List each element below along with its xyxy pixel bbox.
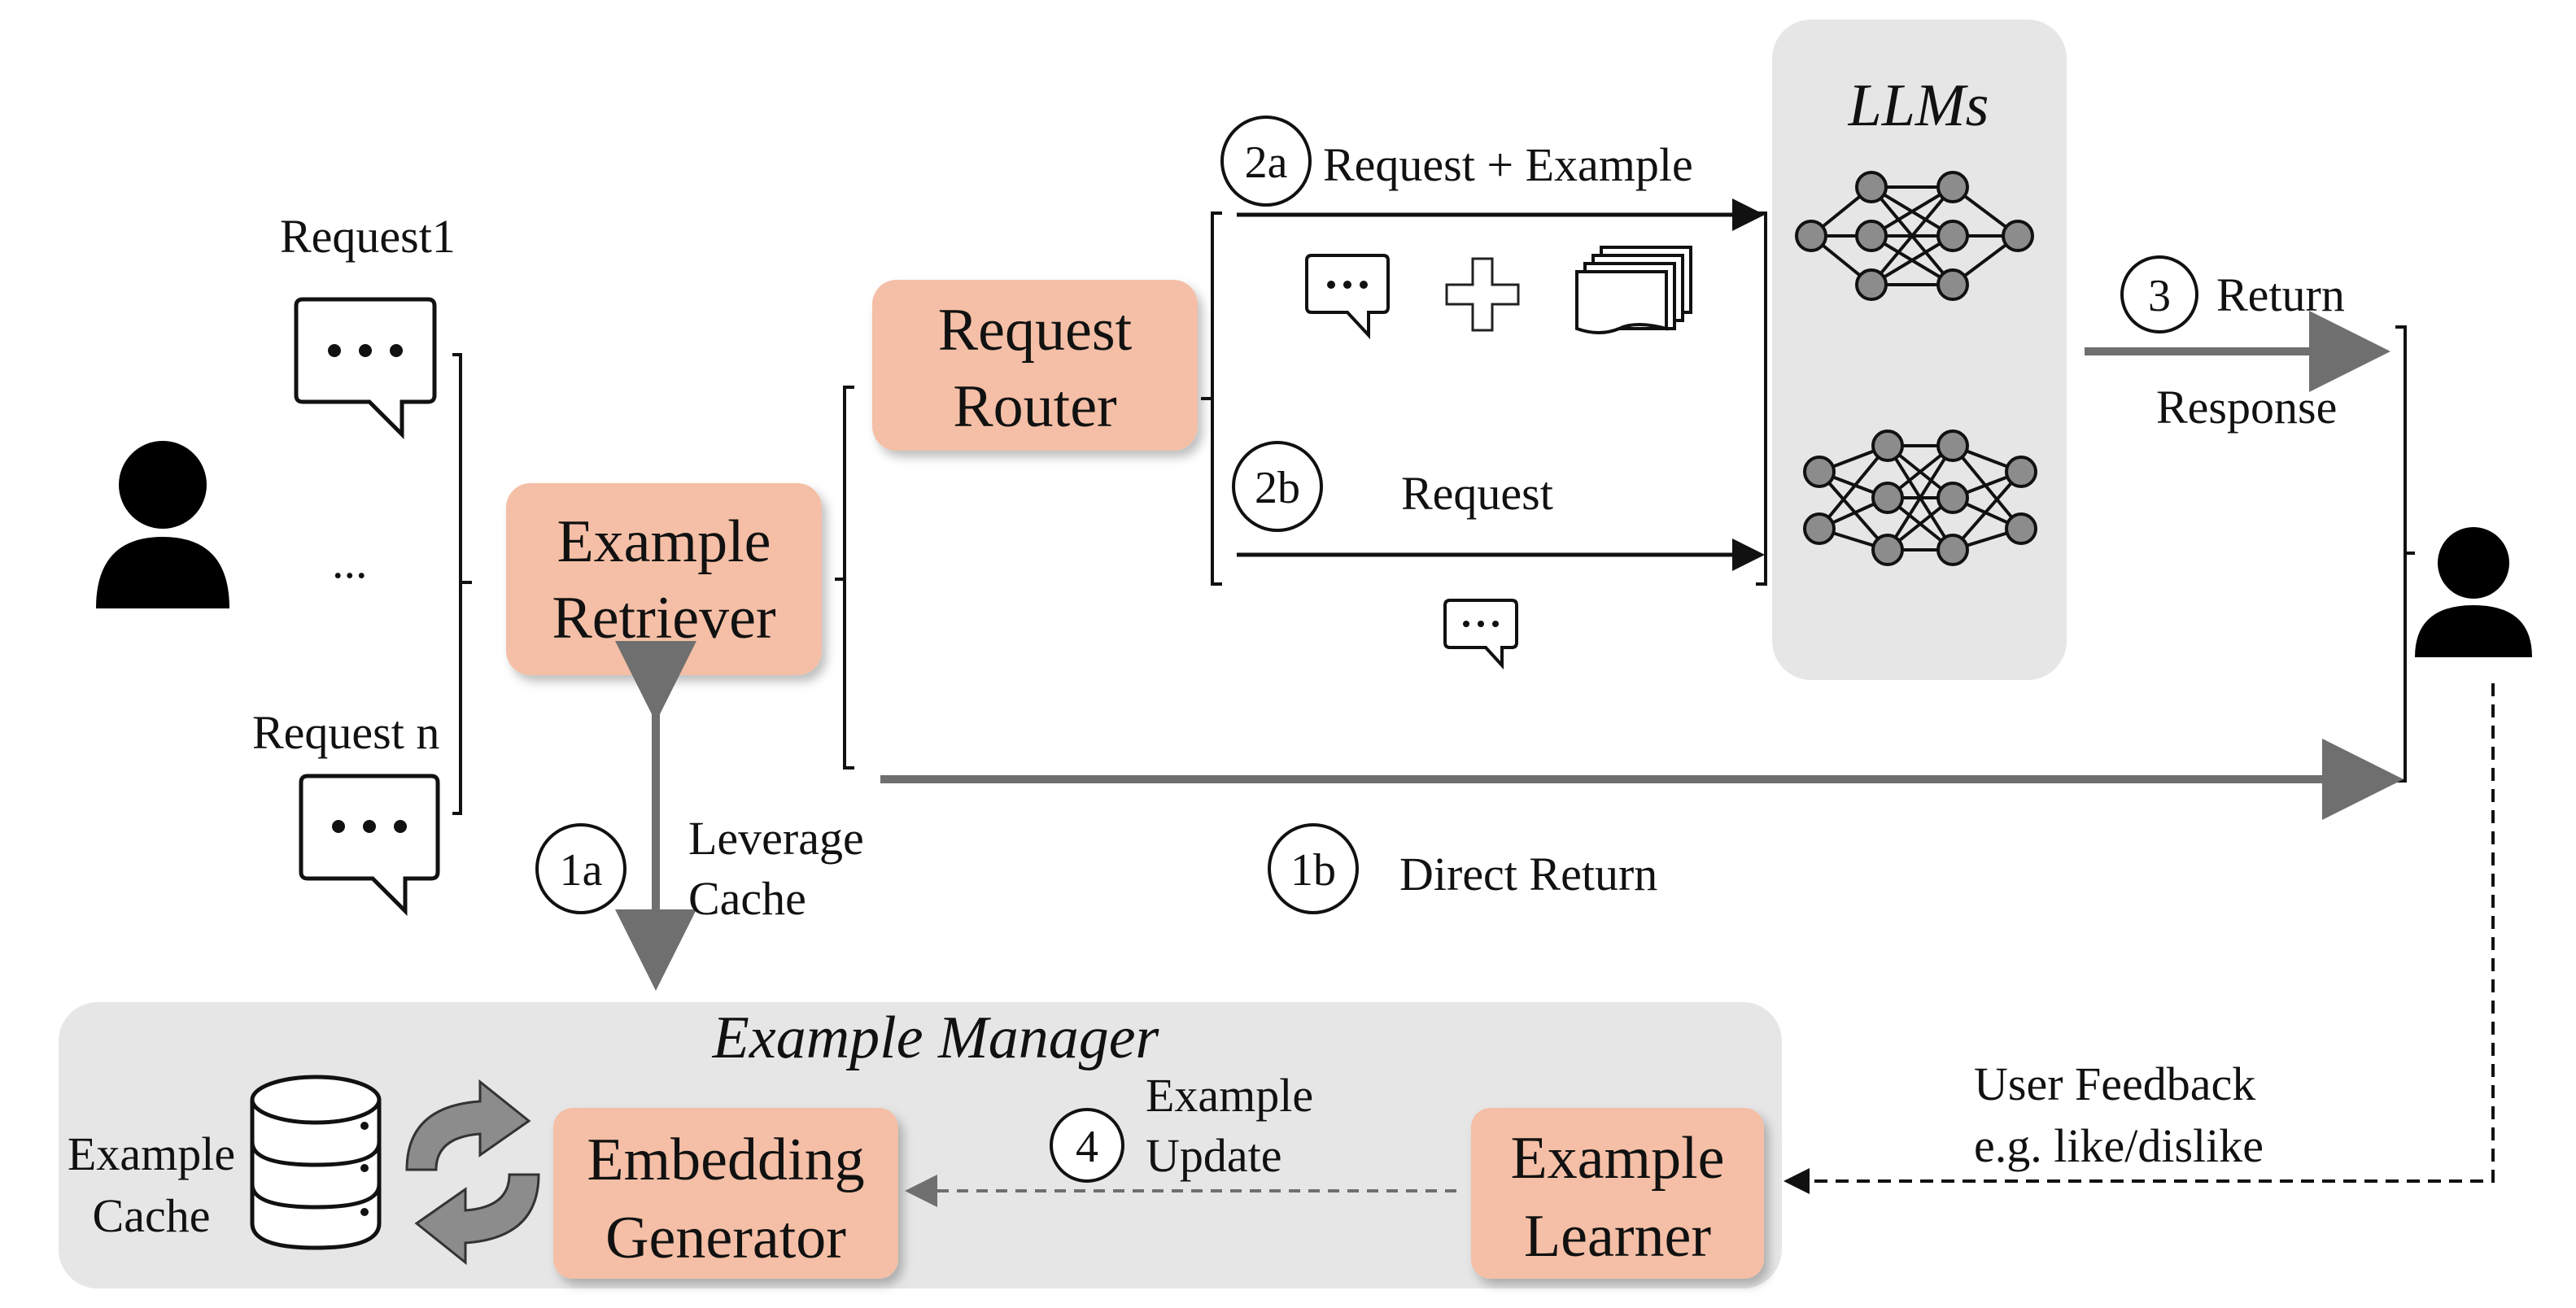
- example-cache-label-2: Cache: [93, 1189, 211, 1242]
- step-2b-label: Request: [1401, 467, 1553, 520]
- router-bracket: [1201, 211, 1222, 586]
- example-learner-box[interactable]: [1471, 1108, 1764, 1279]
- example-learner-label-1: Example: [1510, 1125, 1724, 1192]
- step-1b-label: Direct Return: [1399, 848, 1657, 900]
- step-2a-circle: [1220, 116, 1312, 207]
- request-router-label-1: Request: [938, 297, 1133, 364]
- embedding-generator-label-1: Embedding: [587, 1127, 864, 1193]
- neural-network-icon: [1795, 171, 2034, 301]
- step-2a-label: Request + Example: [1323, 138, 1693, 191]
- feedback-arrow: [1784, 683, 2495, 1194]
- speech-bubble-icon: [1443, 599, 1518, 670]
- step-1b-circle: [1268, 823, 1359, 914]
- step-1a-num: 1a: [560, 845, 603, 896]
- llms-title: LLMs: [1848, 72, 1989, 139]
- step-2a-num: 2a: [1245, 137, 1288, 188]
- request-router-label-2: Router: [953, 373, 1116, 440]
- database-icon: [250, 1075, 382, 1250]
- retriever-bracket: [835, 386, 854, 770]
- step-2b-circle: [1232, 441, 1323, 532]
- llms-left-bracket: [1756, 211, 1767, 586]
- example-retriever-label-1: Example: [557, 508, 771, 575]
- documents-icon: [1575, 246, 1692, 334]
- step-4-num: 4: [1076, 1122, 1098, 1172]
- feedback-label-2: e.g. like/dislike: [1974, 1119, 2264, 1172]
- user-icon: [2415, 527, 2532, 657]
- user-icon: [96, 441, 229, 608]
- step-4-label-1: Example: [1146, 1069, 1313, 1122]
- feedback-label-1: User Feedback: [1974, 1057, 2255, 1110]
- example-manager-title: Example Manager: [712, 1005, 1160, 1071]
- step-3-num: 3: [2148, 271, 2171, 321]
- step-4-circle: [1050, 1108, 1124, 1183]
- speech-bubble-icon: [294, 297, 437, 440]
- speech-bubble-icon: [1305, 254, 1390, 340]
- step-3-label: Return: [2216, 268, 2345, 321]
- step-3-sub: Response: [2156, 381, 2337, 434]
- embedding-generator-box[interactable]: [553, 1108, 898, 1279]
- step-4-label-2: Update: [1146, 1129, 1282, 1182]
- step-1a-label-2: Cache: [688, 872, 806, 925]
- requests-ellipsis: ...: [332, 535, 368, 588]
- speech-bubble-icon: [299, 774, 440, 917]
- example-cache-label-1: Example: [68, 1127, 235, 1180]
- example-retriever-box[interactable]: [506, 483, 822, 675]
- step-1a-circle: [535, 823, 627, 914]
- requests-bracket: [452, 353, 472, 815]
- refresh-cycle-icon: [405, 1079, 540, 1266]
- neural-network-icon: [1803, 429, 2037, 566]
- example-learner-label-2: Learner: [1524, 1203, 1711, 1270]
- step-3-circle: [2120, 255, 2198, 334]
- request1-label: Request1: [280, 210, 456, 263]
- embedding-generator-label-2: Generator: [605, 1205, 846, 1271]
- plus-icon: [1445, 257, 1520, 332]
- step-2b-num: 2b: [1255, 463, 1300, 513]
- step-1b-num: 1b: [1290, 845, 1336, 896]
- request-router-box[interactable]: [872, 280, 1198, 451]
- user-bracket: [2395, 325, 2415, 783]
- step-1a-label-1: Leverage: [688, 812, 864, 865]
- request-n-label: Request n: [252, 706, 439, 759]
- example-retriever-label-2: Retriever: [552, 585, 775, 652]
